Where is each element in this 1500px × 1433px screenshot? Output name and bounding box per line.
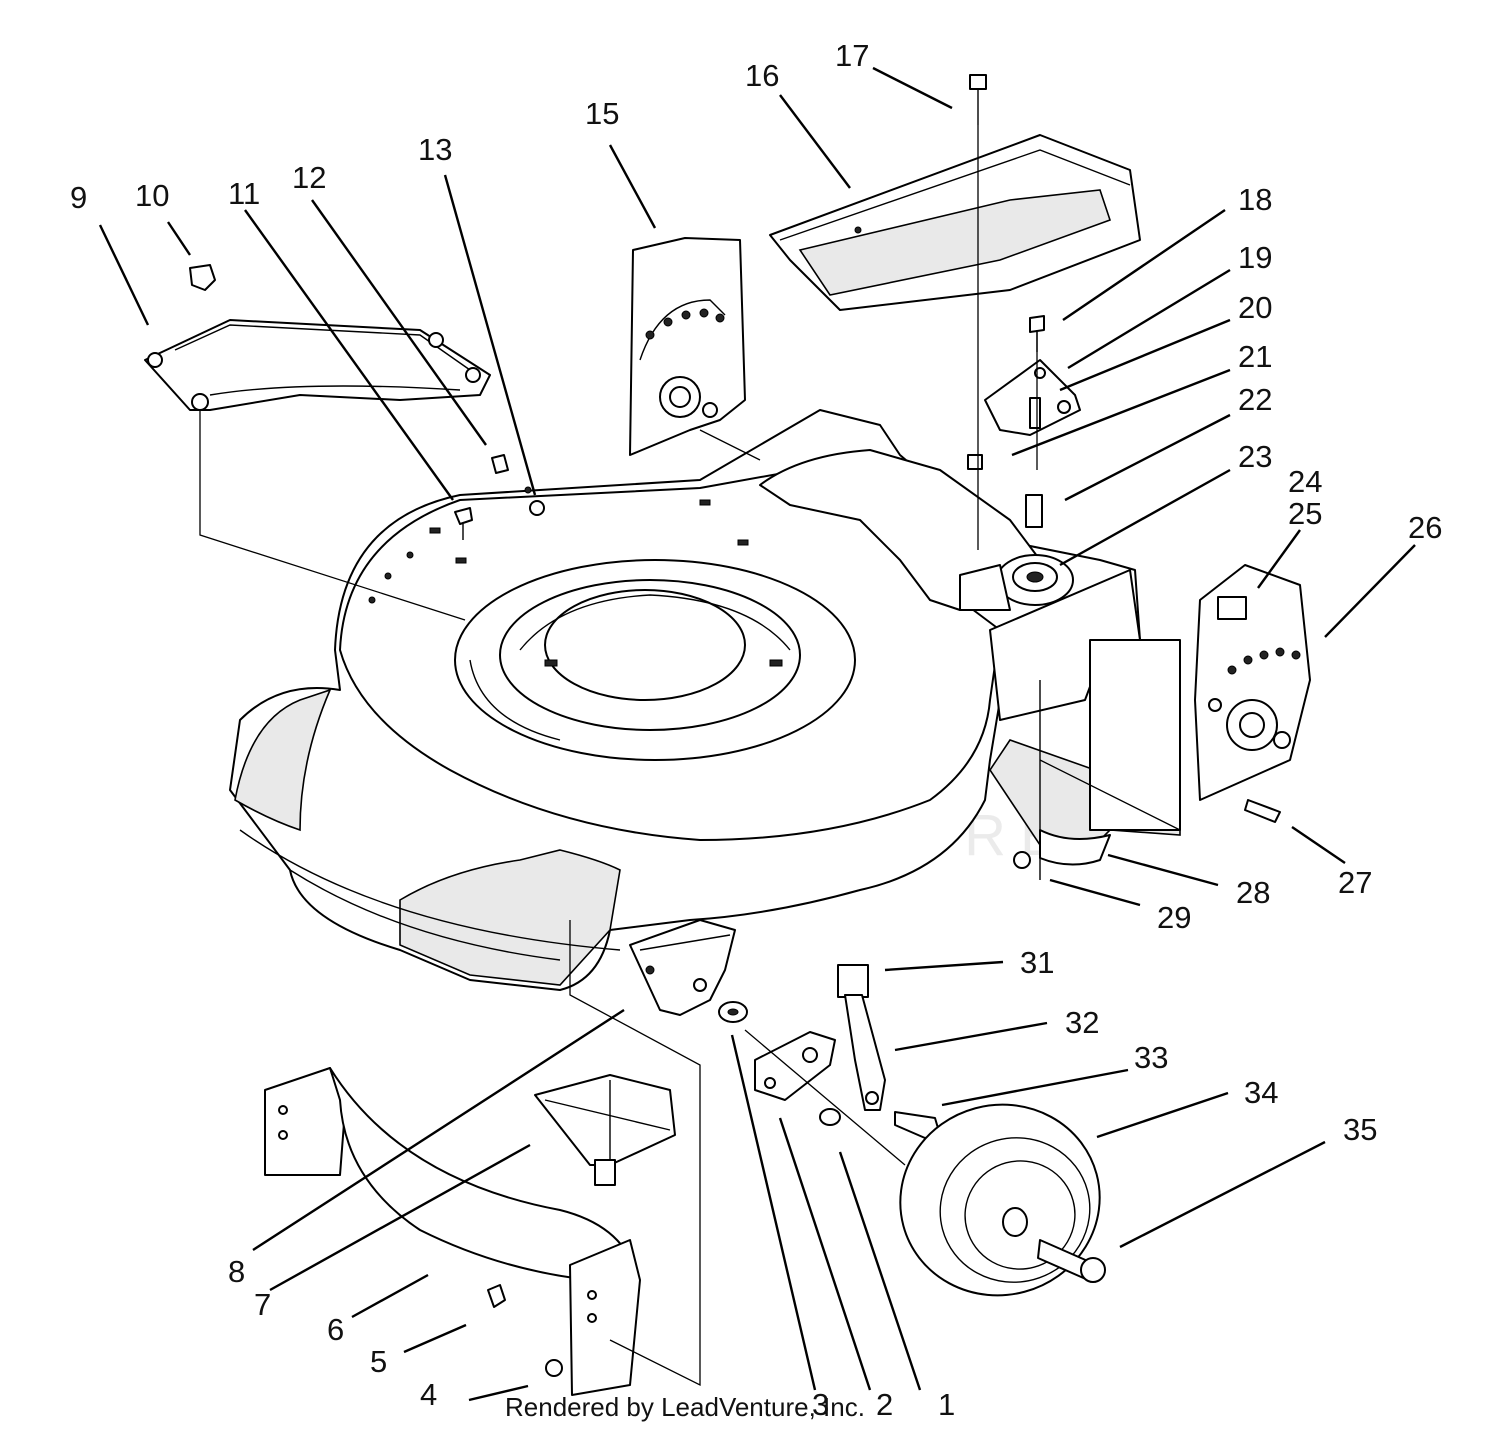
rear-axle-housing (989, 569, 1181, 880)
axle-plate-2 (754, 1031, 836, 1101)
handle-cover (769, 134, 1141, 311)
spacer (1025, 494, 1043, 528)
callout-22: 22 (1238, 382, 1272, 417)
discharge-chute (534, 1074, 676, 1186)
hex-nut (529, 500, 545, 516)
spring-arm (837, 964, 886, 1111)
mower-deck (229, 409, 1141, 991)
callout-15: 15 (585, 96, 619, 131)
callout-21: 21 (1238, 339, 1272, 374)
washer-1 (819, 1108, 841, 1126)
screw (491, 454, 509, 474)
callout-13: 13 (418, 132, 452, 167)
callout-numbers: 1 2 3 4 5 6 7 8 9 10 11 12 13 15 16 17 1… (70, 38, 1442, 1422)
leader-lines (98, 66, 1416, 1402)
callout-28: 28 (1236, 875, 1270, 910)
bolt-27 (1244, 799, 1281, 823)
callout-1: 1 (938, 1387, 955, 1422)
credit-text: Rendered by LeadVenture, Inc. (505, 1392, 865, 1422)
callout-35: 35 (1343, 1112, 1377, 1147)
callout-2: 2 (876, 1387, 893, 1422)
stud-bolt (454, 507, 473, 540)
callout-27: 27 (1338, 865, 1372, 900)
front-baffle (264, 1067, 641, 1396)
callout-10: 10 (135, 178, 169, 213)
callout-17: 17 (835, 38, 869, 73)
callout-18: 18 (1238, 182, 1272, 217)
pulley-assembly (959, 554, 1074, 611)
front-height-lever (629, 919, 736, 1016)
nut-4 (545, 1359, 563, 1377)
callout-24: 24 (1288, 464, 1322, 499)
screw-5 (487, 1284, 506, 1308)
callout-16: 16 (745, 58, 779, 93)
callout-19: 19 (1238, 240, 1272, 275)
callout-7: 7 (254, 1287, 271, 1322)
callout-6: 6 (327, 1312, 344, 1347)
height-adjust-plate-rear-right (1194, 564, 1311, 801)
callout-5: 5 (370, 1344, 387, 1379)
speed-nut (189, 264, 216, 291)
callout-9: 9 (70, 180, 87, 215)
callout-33: 33 (1134, 1040, 1168, 1075)
callout-26: 26 (1408, 510, 1442, 545)
bracket-hole (1057, 400, 1071, 414)
callout-8: 8 (228, 1254, 245, 1289)
callout-20: 20 (1238, 290, 1272, 325)
callout-32: 32 (1065, 1005, 1099, 1040)
pin (1029, 397, 1041, 429)
callout-23: 23 (1238, 439, 1272, 474)
callout-31: 31 (1020, 945, 1054, 980)
nut-29 (1013, 851, 1031, 869)
callout-25: 25 (1288, 496, 1322, 531)
axle-bolt (1037, 1239, 1106, 1283)
square-nut (967, 454, 983, 470)
callout-12: 12 (292, 160, 326, 195)
callout-4: 4 (420, 1377, 437, 1412)
callout-3: 3 (812, 1387, 829, 1422)
callout-29: 29 (1157, 900, 1191, 935)
callout-34: 34 (1244, 1075, 1278, 1110)
rear-shield-28 (1039, 829, 1111, 866)
height-adjust-plate-rear-left (629, 237, 746, 456)
long-bolt (969, 74, 987, 125)
assembly-lines (199, 125, 1181, 1387)
rear-cover-plate (144, 319, 491, 411)
callout-11: 11 (228, 176, 260, 211)
bolt-small (1029, 315, 1045, 333)
